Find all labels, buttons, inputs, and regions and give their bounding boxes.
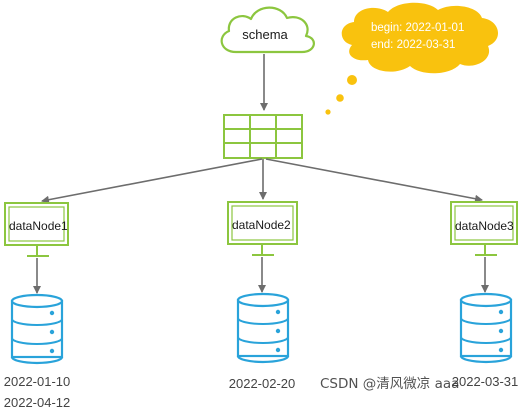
bubble-begin-text: begin: 2022-01-01 (371, 22, 464, 34)
bubble-end-text: end: 2022-03-31 (371, 39, 455, 51)
datanode1-label: dataNode1 (9, 219, 68, 233)
datanode1-date-1: 2022-01-10 (4, 374, 71, 389)
schema-cloud-icon: schema (220, 6, 315, 54)
datanode1-date-2: 2022-04-12 (4, 395, 71, 410)
database3-icon (459, 292, 513, 364)
table-grid-icon (223, 114, 303, 159)
csdn-watermark: CSDN @清风微凉 aaa (320, 376, 459, 392)
datanode2-label: dataNode2 (232, 218, 291, 232)
datanode3-date-1: 2022-03-31 (452, 374, 519, 389)
datanode2-date-1: 2022-02-20 (229, 376, 296, 391)
database2-icon (236, 292, 290, 364)
arrow-grid-to-node3 (265, 158, 483, 203)
arrow-grid-to-node1 (41, 158, 263, 204)
datanode2-monitor-icon: dataNode2 (227, 201, 298, 256)
datanode3-monitor-icon: dataNode3 (450, 201, 518, 256)
datanode1-monitor-icon: dataNode1 (4, 202, 69, 257)
thought-bubble: begin: 2022-01-01 end: 2022-03-31 (325, 2, 499, 115)
schema-label: schema (242, 27, 288, 42)
database1-icon (10, 293, 64, 365)
datanode3-label: dataNode3 (455, 219, 514, 233)
